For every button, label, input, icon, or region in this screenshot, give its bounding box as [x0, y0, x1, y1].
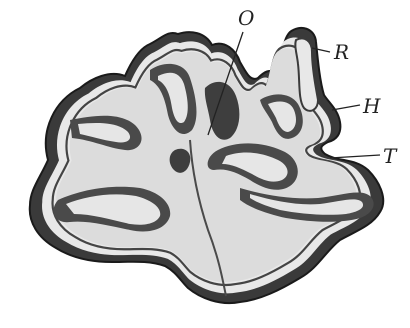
label-r: R	[334, 42, 349, 62]
leader-line-h	[332, 105, 360, 110]
label-t: T	[383, 146, 396, 166]
label-o: O	[238, 8, 254, 28]
leader-line-t	[330, 155, 380, 158]
label-h: H	[363, 96, 380, 116]
